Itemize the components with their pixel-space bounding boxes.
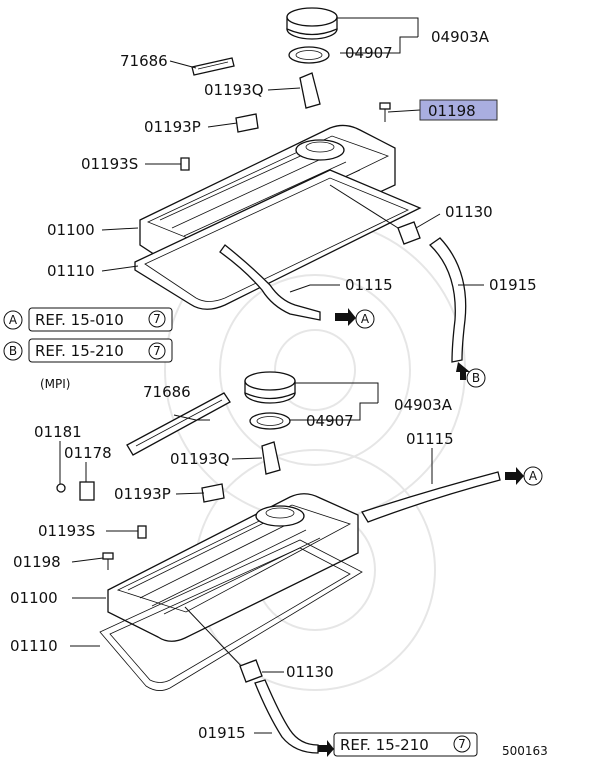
label-01193P-upper[interactable]: 01193P bbox=[144, 118, 201, 136]
ref-a-num: 7 bbox=[153, 312, 161, 326]
label-01915-upper[interactable]: 01915 bbox=[489, 276, 537, 294]
bolt-01181[interactable] bbox=[56, 483, 66, 493]
label-01193S-lower[interactable]: 01193S bbox=[38, 522, 95, 540]
lower-assembly: A bbox=[56, 371, 543, 757]
ref-bottom-text: REF. 15-210 bbox=[340, 736, 429, 754]
ref-b-num: 7 bbox=[153, 344, 161, 358]
rocker-cover-lower[interactable] bbox=[107, 493, 359, 642]
marker-b-upper: B bbox=[472, 371, 480, 385]
emblem-plate-lower[interactable] bbox=[126, 392, 231, 456]
label-01100-lower[interactable]: 01100 bbox=[10, 589, 58, 607]
bolt[interactable] bbox=[379, 102, 391, 122]
pcv-hose[interactable] bbox=[219, 244, 321, 321]
rocker-cover-gasket[interactable] bbox=[134, 169, 422, 310]
label-04907-upper[interactable]: 04907 bbox=[345, 44, 393, 62]
label-01193P-lower[interactable]: 01193P bbox=[114, 485, 171, 503]
label-01100-upper[interactable]: 01100 bbox=[47, 221, 95, 239]
clip-p[interactable] bbox=[235, 113, 259, 133]
clip-q[interactable] bbox=[299, 72, 321, 109]
highlight-01198 bbox=[419, 99, 498, 121]
oil-filler-cap-lower[interactable] bbox=[244, 371, 296, 404]
clip-s[interactable] bbox=[180, 157, 190, 171]
ref-b-text: REF. 15-210 bbox=[35, 342, 124, 360]
label-01193Q-upper[interactable]: 01193Q bbox=[204, 81, 264, 99]
ref-a-text: REF. 15-010 bbox=[35, 311, 124, 329]
label-01130-lower[interactable]: 01130 bbox=[286, 663, 334, 681]
arrow-to-a-lower: A bbox=[505, 466, 543, 486]
label-01198-upper[interactable]: 01198 bbox=[428, 102, 476, 120]
oil-filler-cap[interactable] bbox=[286, 7, 338, 40]
label-71686-lower[interactable]: 71686 bbox=[143, 383, 191, 401]
ref-b-row[interactable]: B REF. 15-210 7 bbox=[3, 338, 173, 363]
label-01115-lower[interactable]: 01115 bbox=[406, 430, 454, 448]
ref-bottom-row[interactable]: REF. 15-210 7 bbox=[333, 732, 478, 757]
label-01110-lower[interactable]: 01110 bbox=[10, 637, 58, 655]
cap-gasket-lower[interactable] bbox=[249, 412, 291, 430]
clip-s-lower[interactable] bbox=[137, 525, 147, 539]
marker-a-lower: A bbox=[529, 469, 538, 483]
label-01115-upper[interactable]: 01115 bbox=[345, 276, 393, 294]
pcv-valve-lower[interactable] bbox=[184, 606, 263, 683]
label-01130-upper[interactable]: 01130 bbox=[445, 203, 493, 221]
ref-a-row[interactable]: A REF. 15-010 7 bbox=[3, 307, 173, 332]
label-71686-upper[interactable]: 71686 bbox=[120, 52, 168, 70]
ref-bottom-num: 7 bbox=[458, 737, 466, 751]
pcv-valve[interactable] bbox=[329, 184, 421, 245]
arrow-to-b-upper: B bbox=[456, 362, 486, 388]
label-01110-upper[interactable]: 01110 bbox=[47, 262, 95, 280]
label-01198-lower[interactable]: 01198 bbox=[13, 553, 61, 571]
breather-hose[interactable] bbox=[428, 237, 467, 363]
bracket-01178[interactable] bbox=[79, 481, 95, 501]
pcv-hose-lower[interactable] bbox=[361, 471, 501, 523]
label-01178-lower[interactable]: 01178 bbox=[64, 444, 112, 462]
label-04907-lower[interactable]: 04907 bbox=[306, 412, 354, 430]
cap-gasket[interactable] bbox=[288, 46, 330, 64]
arrow-to-a-upper: A bbox=[335, 308, 375, 329]
label-04903A-upper[interactable]: 04903A bbox=[431, 28, 490, 46]
figure-number: 500163 bbox=[502, 744, 548, 758]
ref-a-circle: A bbox=[9, 313, 18, 327]
rocker-cover-gasket-lower[interactable] bbox=[99, 539, 363, 691]
marker-a-upper: A bbox=[361, 312, 370, 326]
section-label-mpi: (MPI) bbox=[40, 377, 71, 391]
upper-assembly: A B bbox=[101, 7, 486, 388]
label-01193S-upper[interactable]: 01193S bbox=[81, 155, 138, 173]
ref-b-circle: B bbox=[9, 344, 17, 358]
label-01193Q-lower[interactable]: 01193Q bbox=[170, 450, 230, 468]
bolt-lower[interactable] bbox=[102, 552, 114, 570]
label-01915-lower[interactable]: 01915 bbox=[198, 724, 246, 742]
label-01181-lower[interactable]: 01181 bbox=[34, 423, 82, 441]
arrow-to-ref-lower bbox=[318, 740, 334, 757]
clip-p-lower[interactable] bbox=[201, 483, 225, 503]
breather-hose-lower[interactable] bbox=[254, 679, 319, 754]
label-04903A-lower[interactable]: 04903A bbox=[394, 396, 453, 414]
clip-q-lower[interactable] bbox=[261, 441, 281, 475]
emblem-plate[interactable] bbox=[191, 57, 235, 76]
